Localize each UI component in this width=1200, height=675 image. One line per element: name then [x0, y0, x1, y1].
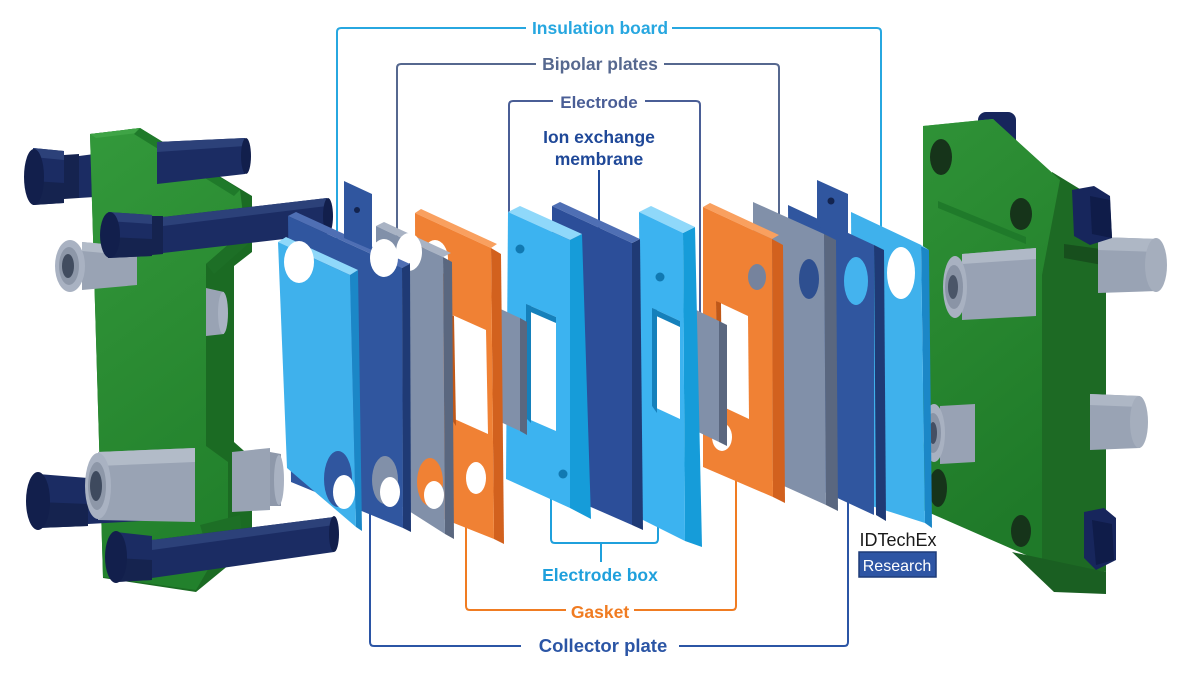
svg-text:Gasket: Gasket: [571, 602, 630, 622]
svg-text:IDTechEx: IDTechEx: [859, 530, 936, 550]
svg-text:Electrode box: Electrode box: [542, 565, 658, 585]
svg-text:Electrode: Electrode: [560, 93, 637, 112]
svg-text:Bipolar plates: Bipolar plates: [542, 54, 658, 74]
svg-text:Research: Research: [863, 558, 931, 575]
svg-text:Ion exchange: Ion exchange: [543, 127, 655, 147]
svg-text:membrane: membrane: [555, 149, 644, 169]
svg-text:Insulation board: Insulation board: [532, 18, 668, 38]
svg-text:Collector plate: Collector plate: [539, 635, 668, 656]
